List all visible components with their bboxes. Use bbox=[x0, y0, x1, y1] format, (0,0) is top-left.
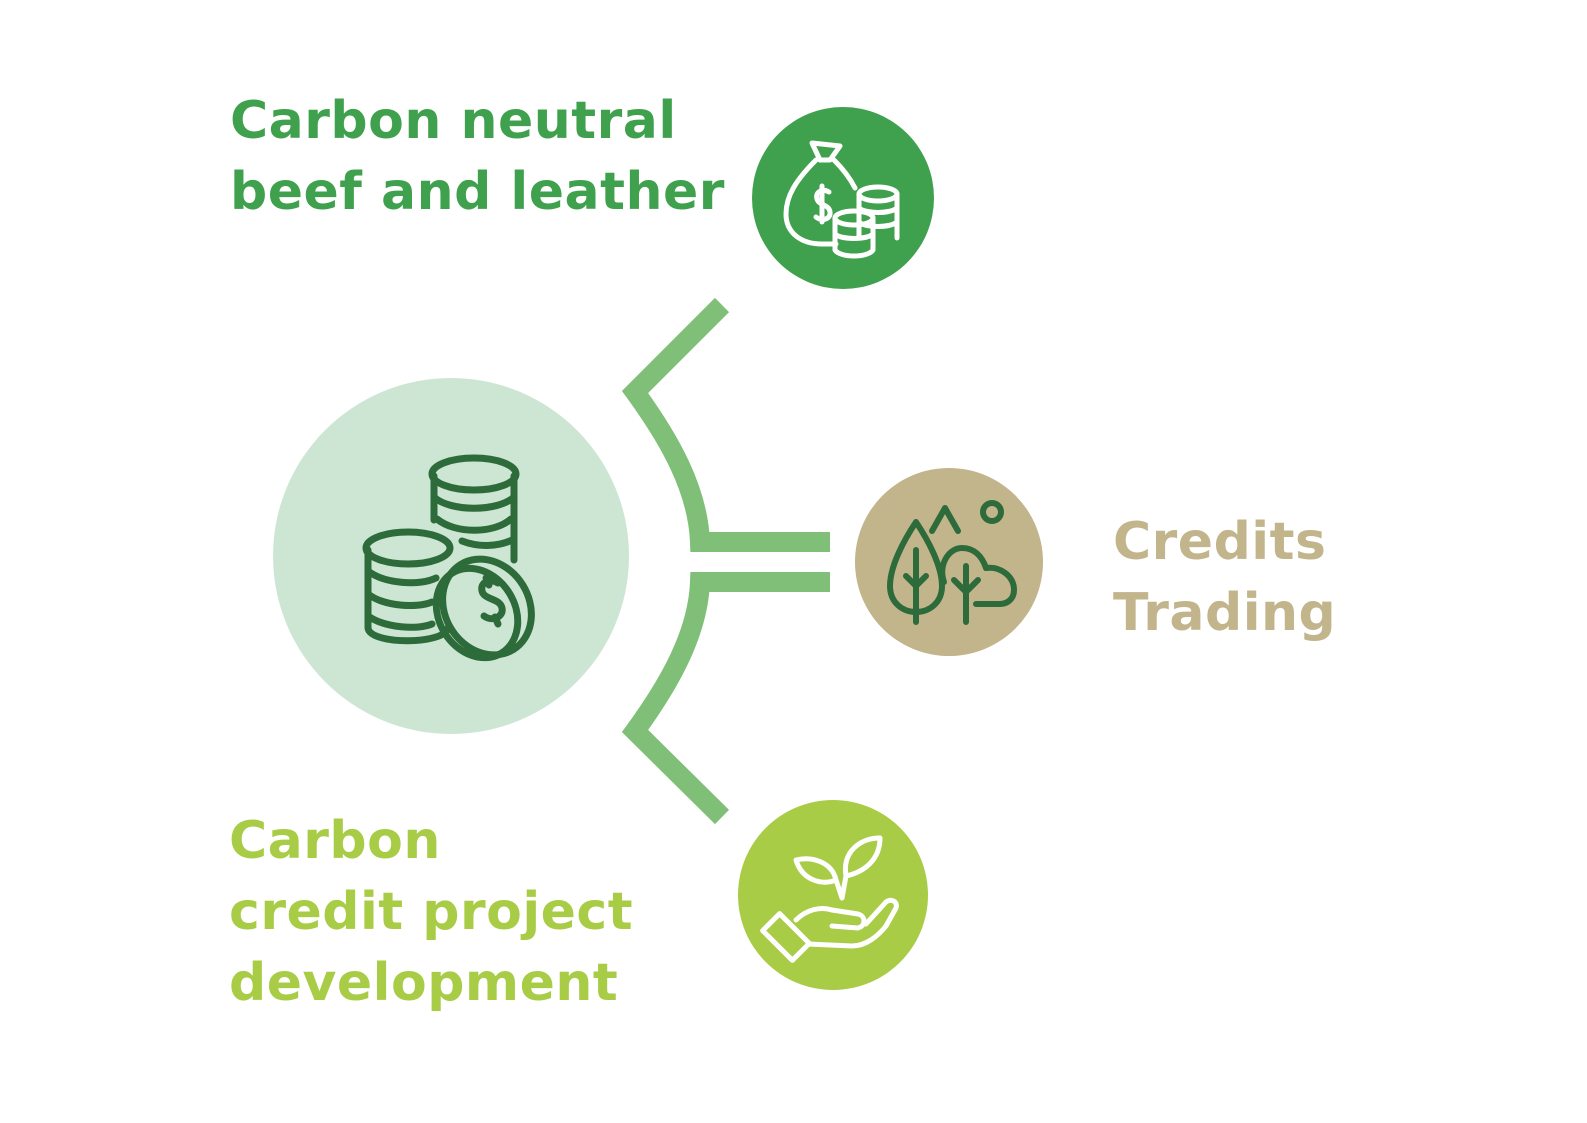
top-node-circle bbox=[752, 107, 934, 289]
money-bag-coins-icon bbox=[783, 140, 900, 259]
top-node-label: Carbon neutral beef and leather bbox=[230, 86, 725, 228]
top-node-label-line: Carbon neutral bbox=[230, 91, 677, 151]
branch-connector bbox=[621, 297, 830, 825]
connector-upper-branch bbox=[621, 297, 830, 552]
middle-node-circle bbox=[855, 468, 1043, 656]
hand-plant-icon bbox=[760, 835, 899, 963]
connector-lower-branch bbox=[621, 572, 830, 825]
bottom-node-circle bbox=[738, 800, 928, 990]
center-circle bbox=[273, 378, 629, 734]
middle-node-label-line: Trading bbox=[1113, 583, 1337, 643]
bottom-node-label-line: development bbox=[229, 953, 619, 1013]
bottom-node-label-line: credit project bbox=[229, 882, 634, 942]
bottom-node-label-line: Carbon bbox=[229, 811, 441, 871]
trees-cloud-icon bbox=[887, 500, 1017, 625]
middle-node-label: Credits Trading bbox=[1113, 507, 1336, 649]
coin-stacks-dollar-icon bbox=[362, 454, 535, 662]
top-node-label-line: beef and leather bbox=[230, 162, 725, 222]
middle-node-label-line: Credits bbox=[1113, 512, 1327, 572]
bottom-node-label: Carbon credit project development bbox=[229, 806, 633, 1019]
